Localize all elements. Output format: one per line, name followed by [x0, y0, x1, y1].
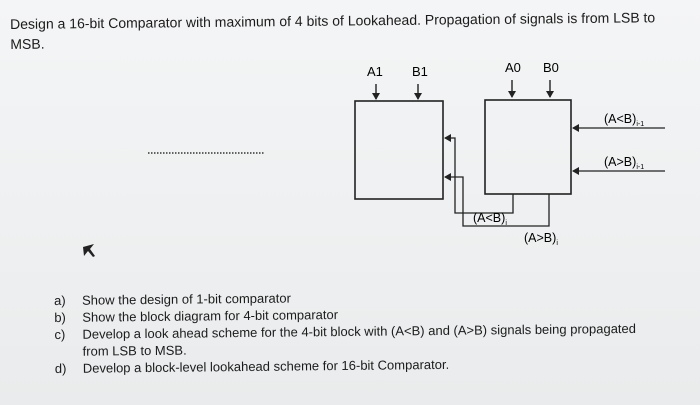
question-list: a) Show the design of 1-bit comparator b…: [54, 285, 695, 377]
mouse-cursor-icon: [83, 244, 95, 257]
label-in-greater: (A>B)i-1: [604, 155, 644, 171]
comparator-block-bit0: [484, 99, 572, 195]
comparator-block-bit1: [354, 100, 444, 200]
wire-less-to-block1: [444, 134, 514, 214]
label-a1: A1: [367, 64, 383, 79]
label-b0: B0: [543, 60, 559, 75]
label-out-greater: (A>B)i: [524, 231, 558, 247]
wire-greater-to-block1: [444, 173, 550, 227]
label-in-less: (A<B)i-1: [604, 112, 644, 128]
label-out-less: (A<B)i: [473, 211, 507, 227]
label-a0: A0: [505, 60, 521, 75]
label-b1: B1: [412, 64, 428, 79]
